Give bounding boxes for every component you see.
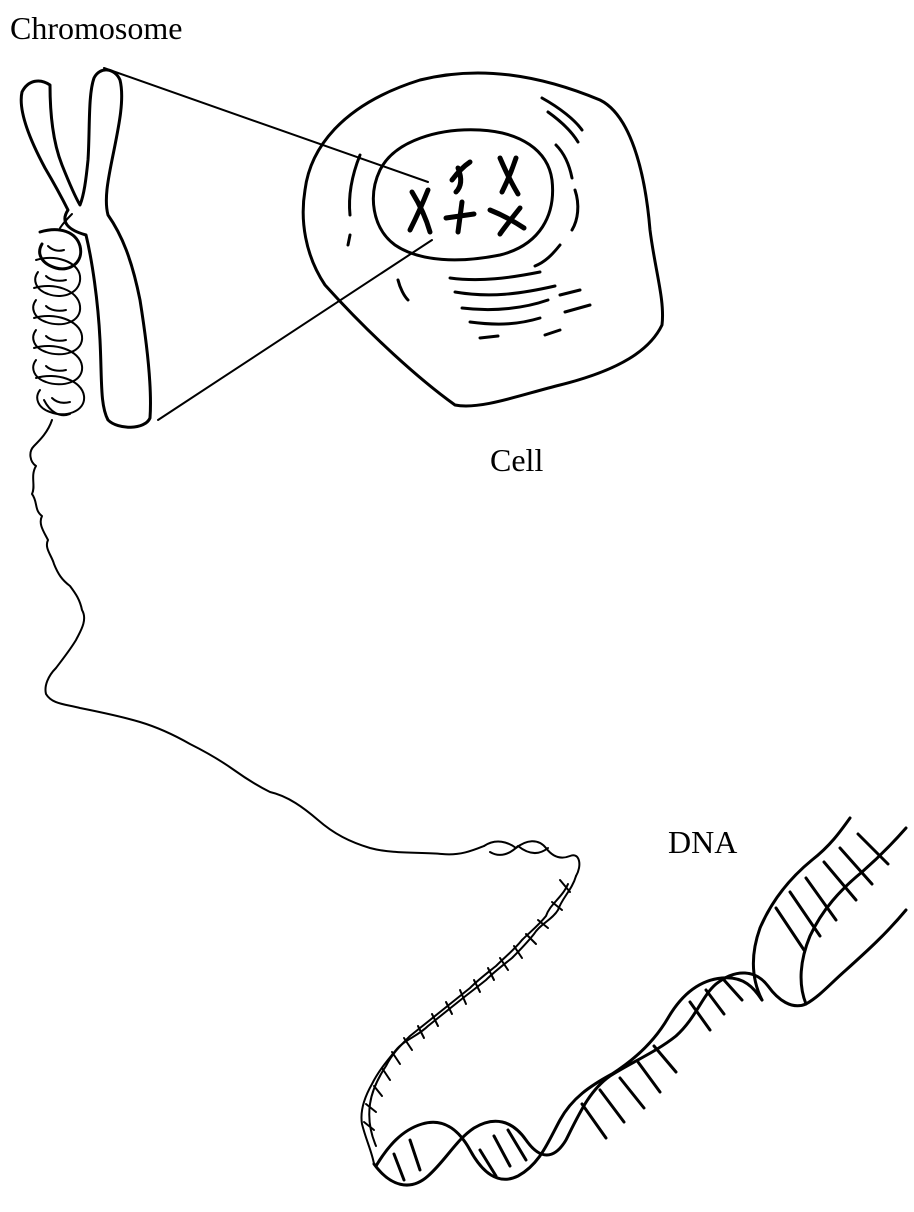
zoom-line-bottom: [158, 240, 432, 420]
dna-thin-helix: [361, 841, 579, 1164]
cytoplasm-strands: [348, 98, 590, 338]
dna-label: DNA: [668, 826, 737, 858]
zoom-line-top: [104, 68, 428, 182]
chromatin-fiber: [30, 420, 484, 854]
cell-membrane: [303, 73, 662, 406]
nucleus-chromosomes: [410, 158, 524, 234]
cell-nucleus: [373, 130, 552, 260]
coiled-chromatin: [33, 214, 84, 415]
chromosome-label: Chromosome: [10, 12, 182, 44]
cell-label: Cell: [490, 444, 543, 476]
